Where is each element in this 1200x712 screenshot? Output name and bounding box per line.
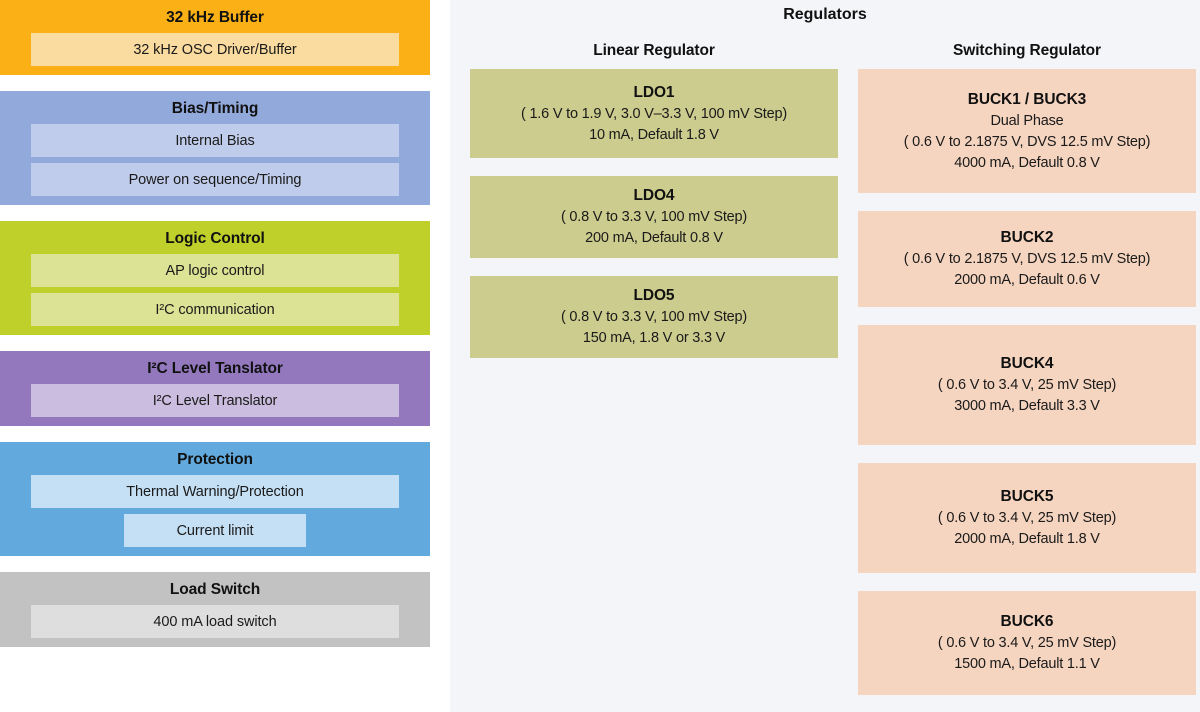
regulator-spec-line: Dual Phase [990,112,1064,129]
regulator-name: LDO4 [633,187,675,204]
block-item: AP logic control [31,254,399,287]
regulator-box-buck4: BUCK4 ( 0.6 V to 3.4 V, 25 mV Step) 3000 m… [858,325,1196,445]
regulators-title: Regulators [783,6,867,23]
regulator-spec-line: ( 0.6 V to 3.4 V, 25 mV Step) [937,377,1117,393]
regulator-spec-line: 10 mA, Default 1.8 V [589,126,719,143]
block-item: Internal Bias [31,124,399,157]
regulator-spec-line: 3000 mA, Default 3.3 V [954,398,1100,414]
block-item: Thermal Warning/Protection [31,475,399,508]
regulator-box-ldo4: LDO4 ( 0.8 V to 3.3 V, 100 mV Step) 200 mA… [470,176,838,258]
linear-regulator-box-list: LDO1 ( 1.6 V to 1.9 V, 3.0 V–3.3 V, 100 m… [470,69,838,358]
regulator-name: LDO5 [633,287,675,304]
regulator-name: BUCK6 [1000,613,1054,630]
block-item: 32 kHz OSC Driver/Buffer [31,33,399,66]
block-32-khz-buffer: 32 kHz Buffer 32 kHz OSC Driver/Buffer [0,0,430,75]
block-item: I²C communication [31,293,399,326]
regulator-name: LDO1 [633,83,675,101]
block-item: 400 mA load switch [31,605,399,638]
regulator-spec-line: 1500 mA, Default 1.1 V [954,656,1100,672]
block-item: Power on sequence/Timing [31,163,399,196]
regulator-spec-line: ( 0.8 V to 3.3 V, 100 mV Step) [560,309,748,325]
block-title: Load Switch [169,581,261,598]
block-title: Protection [177,451,253,468]
regulator-spec-line: ( 0.6 V to 2.1875 V, DVS 12.5 mV Step) [903,251,1151,267]
regulator-name: BUCK1 / BUCK3 [967,90,1087,108]
regulator-spec-line: 2000 mA, Default 1.8 V [954,531,1100,547]
block-item: I²C Level Translator [31,384,399,417]
regulator-name: BUCK4 [1000,355,1054,372]
regulator-spec-line: ( 0.6 V to 3.4 V, 25 mV Step) [937,510,1117,526]
regulator-spec-line: ( 0.6 V to 2.1875 V, DVS 12.5 mV Step) [903,133,1151,150]
regulator-spec-line: 2000 mA, Default 0.6 V [954,272,1100,288]
linear-regulator-column: Linear Regulator LDO1 ( 1.6 V to 1.9 V, 3… [470,42,838,376]
regulator-box-ldo5: LDO5 ( 0.8 V to 3.3 V, 100 mV Step) 150 mA… [470,276,838,358]
regulator-spec-line: 4000 mA, Default 0.8 V [954,154,1100,171]
regulators-panel: Regulators Linear Regulator LDO1 ( 1.6 V … [450,0,1200,712]
block-title: Bias/Timing [171,100,259,117]
block-title: I²C Level Tanslator [147,360,283,377]
block-load-switch: Load Switch 400 mA load switch [0,572,430,647]
switching-regulator-header: Switching Regulator [953,42,1101,59]
regulator-box-buck5: BUCK5 ( 0.6 V to 3.4 V, 25 mV Step) 2000 m… [858,463,1196,573]
regulator-name: BUCK5 [1000,488,1054,505]
regulator-name: BUCK2 [1000,229,1054,246]
regulator-spec-line: 150 mA, 1.8 V or 3.3 V [582,330,726,346]
regulator-spec-line: ( 0.6 V to 3.4 V, 25 mV Step) [937,635,1117,651]
regulator-box-buck6: BUCK6 ( 0.6 V to 3.4 V, 25 mV Step) 1500 m… [858,591,1196,695]
regulator-spec-line: 200 mA, Default 0.8 V [585,230,723,246]
regulator-box-ldo1: LDO1 ( 1.6 V to 1.9 V, 3.0 V–3.3 V, 100 m… [470,69,838,158]
block-title: 32 kHz Buffer [166,9,264,26]
linear-regulator-header: Linear Regulator [593,42,715,59]
regulator-spec-line: ( 1.6 V to 1.9 V, 3.0 V–3.3 V, 100 mV St… [520,105,787,122]
block-item: Current limit [124,514,306,547]
block-title: Logic Control [165,230,265,247]
regulator-spec-line: ( 0.8 V to 3.3 V, 100 mV Step) [560,209,748,225]
regulator-box-buck2: BUCK2 ( 0.6 V to 2.1875 V, DVS 12.5 mV St… [858,211,1196,307]
